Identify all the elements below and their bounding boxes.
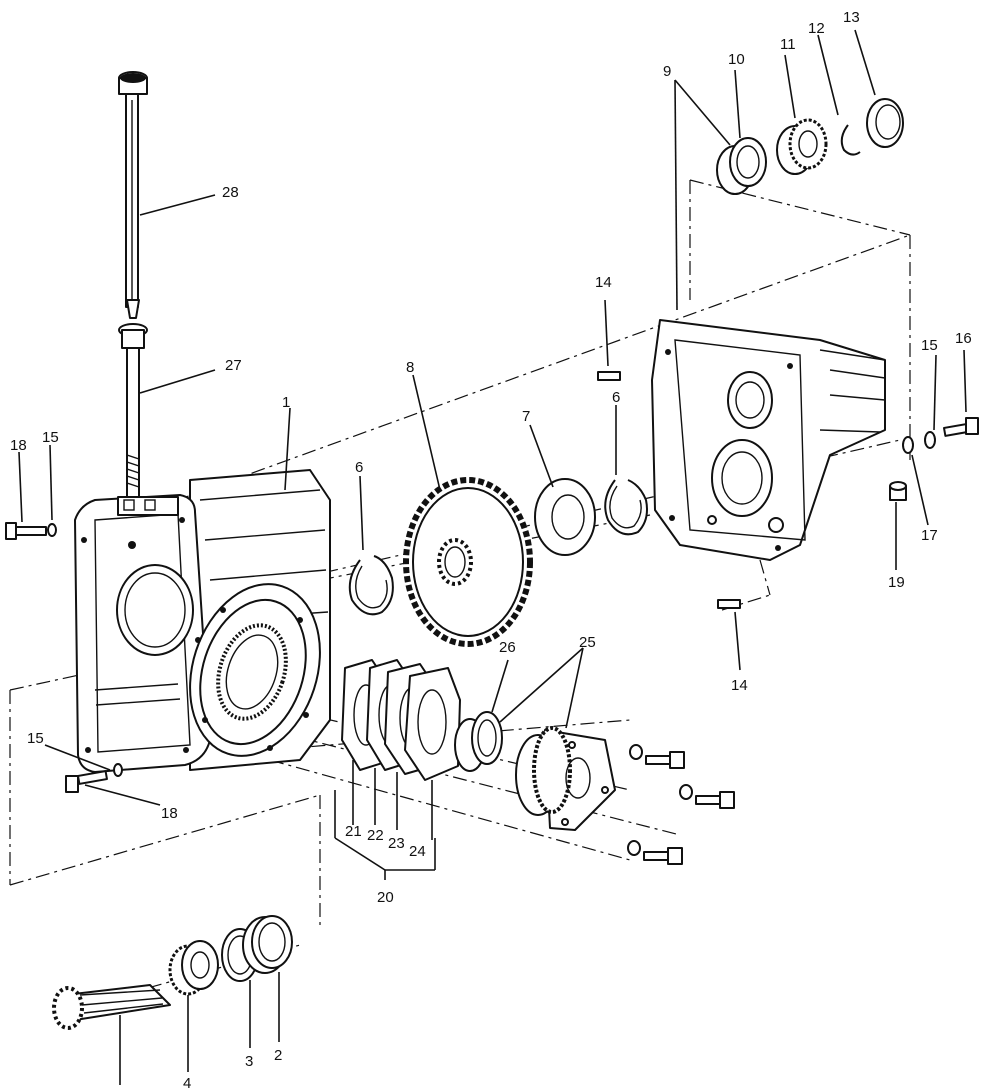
snap-ring-upper [840,124,861,156]
callout-20: 20 [377,889,394,906]
callout-28: 28 [222,184,239,201]
callout-26: 26 [499,639,516,656]
dipstick [118,71,148,319]
callout-14-lower: 14 [731,677,748,694]
snap-ring-right [604,479,648,536]
snap-ring-left [348,555,394,616]
callout-8: 8 [406,359,414,376]
leader-lines [18,29,967,1085]
spur-gear [403,477,533,647]
dowel-pins [597,371,741,609]
callout-25: 25 [579,634,596,651]
dipstick-tube [118,323,148,499]
callout-6-right: 6 [612,389,620,406]
callout-labels: 1 2 3 4 6 6 7 8 9 10 11 12 13 14 14 15 1… [10,9,972,1090]
callout-16: 16 [955,330,972,347]
callout-3: 3 [245,1053,253,1070]
callout-19: 19 [888,574,905,591]
bearing-cup-upper [716,137,767,195]
callout-7: 7 [522,408,530,425]
callout-27: 27 [225,357,242,374]
callout-17: 17 [921,527,938,544]
bolt-right [902,417,979,454]
callout-18-lower: 18 [161,805,178,822]
bearing-cup-middle [454,711,503,772]
bolt-left-upper [5,522,57,540]
callout-6-left: 6 [355,459,363,476]
bearing-cone-lower [168,940,219,996]
callout-4: 4 [183,1075,191,1090]
callout-9: 9 [663,63,671,80]
pinion-shaft [52,984,171,1030]
callout-15-left: 15 [42,429,59,446]
callout-22: 22 [367,827,384,844]
callout-23: 23 [388,835,405,852]
callout-15-right: 15 [921,337,938,354]
bearing-carrier [515,726,616,831]
callout-2: 2 [274,1047,282,1064]
callout-18-upper: 18 [10,437,27,454]
retainer-ring-lower [242,915,293,974]
main-housing [74,469,331,773]
cover-bolts [627,744,735,865]
bearing-cap [866,98,904,148]
callout-12: 12 [808,20,825,37]
callout-14-upper: 14 [595,274,612,291]
callout-24: 24 [409,843,426,860]
gasket-shim-stack [341,659,461,781]
right-housing [651,319,886,561]
thrust-washer [534,478,596,556]
callout-13: 13 [843,9,860,26]
callout-11: 11 [780,36,796,53]
callout-21: 21 [345,823,362,840]
plug [889,481,907,501]
bolt-left-lower [65,763,123,793]
callout-1: 1 [282,394,290,411]
tapered-roller-bearing-upper [776,118,828,175]
callout-15-lower: 15 [27,730,44,747]
callout-10: 10 [728,51,745,68]
